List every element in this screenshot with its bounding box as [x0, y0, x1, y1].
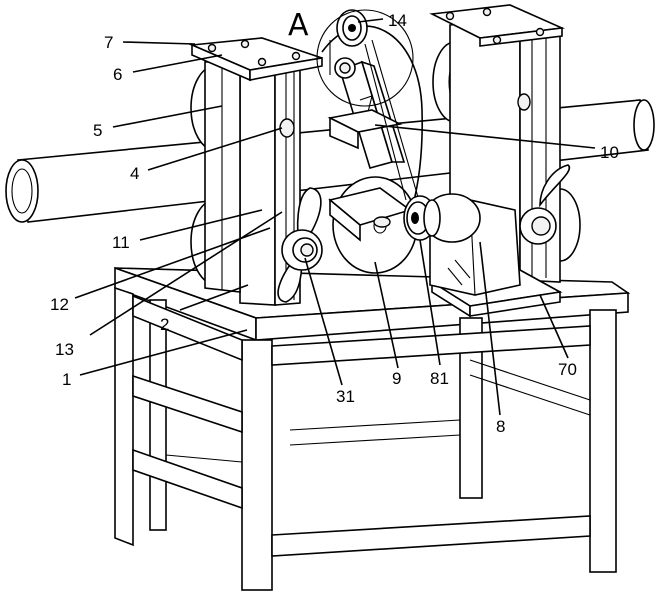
detail-circle-a [316, 9, 414, 107]
label-8: 8 [496, 417, 505, 436]
label-5: 5 [93, 121, 102, 140]
motor-assembly [364, 39, 563, 318]
label-1: 1 [62, 370, 71, 389]
label-9: 9 [392, 369, 401, 388]
label-31: 31 [336, 387, 355, 406]
label-11: 11 [112, 233, 130, 252]
label-7: 7 [104, 33, 113, 52]
left-clamp-assembly [188, 37, 323, 306]
label-6: 6 [113, 65, 122, 84]
label-2: 2 [160, 315, 169, 334]
label-12: 12 [50, 295, 69, 314]
label-13: 13 [55, 340, 74, 359]
label-10: 10 [600, 143, 619, 162]
label-81: 81 [430, 369, 449, 388]
label-70: 70 [558, 360, 577, 379]
label-14: 14 [388, 11, 407, 30]
part-labels: A 7 6 5 4 14 10 11 12 13 2 1 31 9 81 8 7… [50, 8, 619, 436]
leader-lines [74, 18, 596, 416]
support-table [114, 266, 631, 591]
detail-marker-a: A [288, 8, 309, 43]
label-4: 4 [130, 164, 139, 183]
